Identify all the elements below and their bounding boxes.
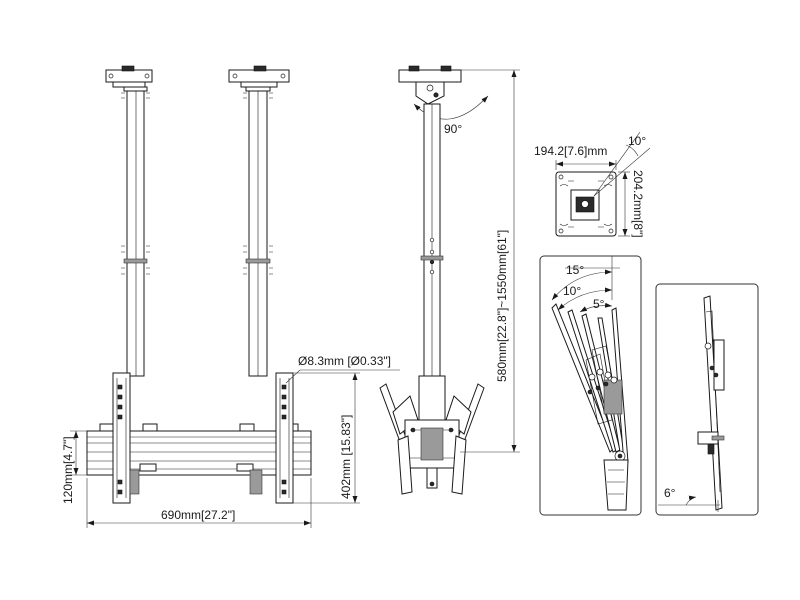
side-pole <box>420 103 444 377</box>
portrait-tilt-panel <box>655 283 759 516</box>
label-pole-length-range: 580mm[22.8"]~1550mm[61"] <box>495 230 509 382</box>
label-hole-diameter: Ø8.3mm [Ø0.33"] <box>298 354 391 368</box>
front-view <box>70 65 400 528</box>
label-tilt-max: 15° <box>566 263 584 277</box>
pole-left <box>121 86 150 377</box>
side-ceiling-plate <box>398 65 462 105</box>
label-portrait-tilt: 6° <box>664 486 676 500</box>
label-tilt-mid: 10° <box>563 284 581 298</box>
label-tilt-min: 5° <box>593 297 605 311</box>
ceiling-plate-right <box>228 65 290 88</box>
dim-bracket-height <box>293 372 360 504</box>
label-ceiling-plate-height: 204.2mm[8"] <box>631 170 645 238</box>
label-bar-width: 690mm[27.2"] <box>161 508 235 522</box>
ceiling-plate-top-view <box>555 131 651 237</box>
label-ceiling-plate-width: 194.2[7.6]mm <box>534 144 607 158</box>
tilt-plates-fan <box>551 303 629 511</box>
tilt-detail-panel <box>539 255 642 516</box>
dim-plate-height <box>618 171 630 237</box>
label-bracket-height: 402mm [15.83"] <box>339 415 353 499</box>
label-bar-height: 120mm[4.7"] <box>61 436 75 504</box>
label-rotation-angle: 90° <box>444 122 462 136</box>
dim-bar-height <box>70 430 87 476</box>
vertical-bracket-left <box>112 372 140 504</box>
rotation-arc <box>413 95 489 120</box>
side-head-assembly <box>379 375 485 495</box>
portrait-plate <box>697 295 725 511</box>
vertical-bracket-right <box>249 372 294 504</box>
pole-right <box>243 86 273 377</box>
side-view <box>379 65 520 495</box>
dim-hole-leader <box>285 369 400 384</box>
plate-tilt-lines <box>593 131 651 197</box>
label-ceiling-plate-tilt: 10° <box>628 134 646 148</box>
ceiling-plate-left <box>105 65 153 88</box>
dim-plate-width <box>555 160 617 170</box>
dim-pole-length <box>460 69 520 453</box>
